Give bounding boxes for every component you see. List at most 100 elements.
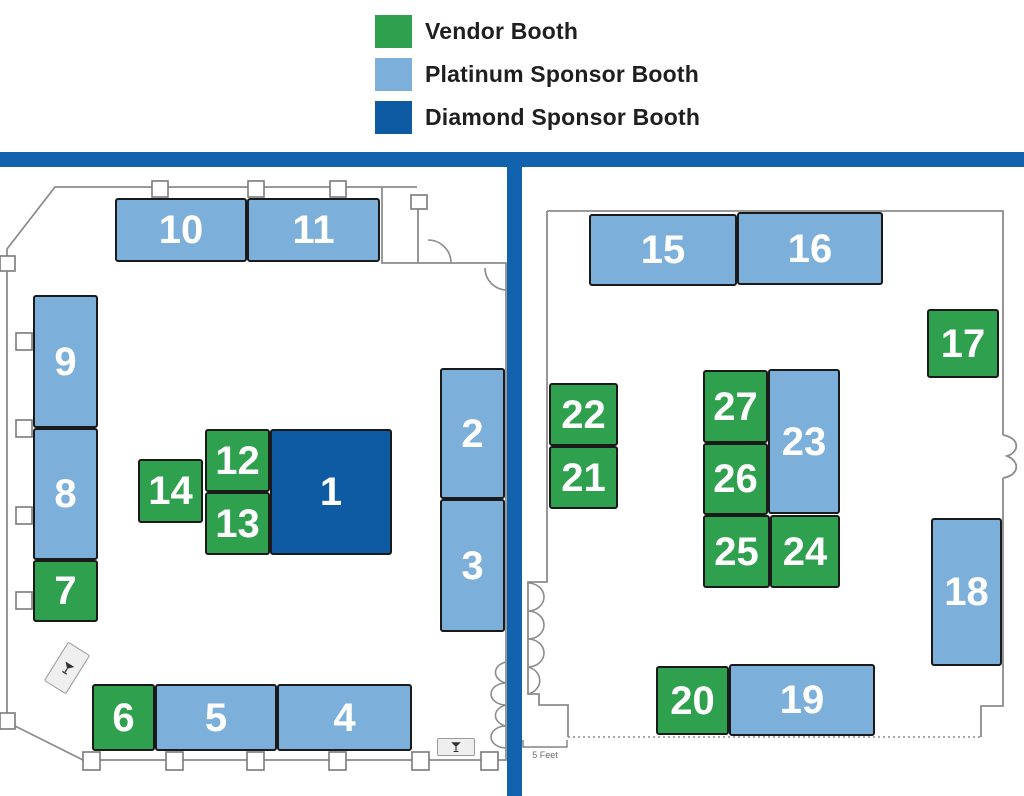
pillar	[0, 712, 16, 730]
pillar	[15, 506, 33, 525]
booth-number: 22	[561, 392, 606, 437]
pillar	[328, 751, 347, 771]
booth-25: 25	[703, 515, 770, 588]
pillar	[329, 180, 347, 198]
booth-19: 19	[729, 664, 875, 736]
pillar	[15, 332, 33, 351]
booth-21: 21	[549, 446, 618, 509]
martini-icon	[61, 660, 75, 675]
legend-row-diamond: Diamond Sponsor Booth	[375, 100, 700, 134]
door-arc	[494, 704, 507, 727]
door-arc	[527, 582, 545, 612]
booth-number: 17	[940, 321, 986, 366]
door-arc	[527, 638, 545, 668]
vertical-divider-bar	[507, 158, 522, 796]
pillar	[0, 255, 16, 272]
legend-row-platinum: Platinum Sponsor Booth	[375, 57, 700, 91]
pillar	[246, 751, 265, 771]
vendor-booth-swatch	[375, 14, 412, 48]
booth-27: 27	[703, 370, 768, 443]
pillar	[247, 180, 265, 198]
booth-number: 1	[319, 470, 343, 514]
martini-icon	[451, 742, 461, 753]
booth-number: 14	[148, 469, 193, 513]
booth-18: 18	[931, 518, 1002, 666]
booth-number: 8	[54, 472, 77, 516]
booth-number: 20	[670, 678, 715, 723]
pillar	[15, 591, 33, 610]
booth-8: 8	[33, 428, 98, 560]
booth-number: 25	[714, 529, 759, 574]
pillar	[15, 419, 33, 438]
cocktail-table	[437, 738, 475, 756]
booth-number: 2	[461, 411, 484, 456]
pillar	[165, 751, 184, 771]
scale-label: 5 Feet	[532, 750, 558, 760]
booth-number: 16	[787, 226, 833, 271]
door-arc	[527, 666, 541, 695]
booth-6: 6	[92, 684, 155, 751]
booth-17: 17	[927, 309, 999, 378]
booth-number: 13	[215, 501, 260, 546]
right-room-walls	[527, 210, 1018, 738]
booth-16: 16	[737, 212, 883, 285]
booth-5: 5	[155, 684, 277, 751]
booth-number: 26	[713, 457, 758, 501]
diamond-booth-swatch	[375, 100, 412, 134]
booth-26: 26	[703, 443, 768, 515]
legend-label-diamond: Diamond Sponsor Booth	[425, 103, 701, 130]
booth-number: 5	[204, 695, 228, 740]
booth-number: 18	[944, 570, 989, 614]
booth-number: 11	[292, 208, 335, 252]
booth-number: 10	[158, 208, 204, 252]
booth-20: 20	[656, 666, 729, 735]
platinum-booth-swatch	[375, 57, 412, 91]
door-arc	[427, 239, 452, 264]
pillar	[410, 194, 428, 210]
booth-23: 23	[768, 369, 840, 514]
booth-number: 27	[713, 384, 758, 429]
booth-12: 12	[205, 429, 270, 492]
booth-number: 3	[461, 543, 484, 588]
door-arc	[494, 661, 507, 684]
booth-13: 13	[205, 492, 270, 555]
booth-15: 15	[589, 214, 737, 286]
booth-1: 1	[270, 429, 392, 555]
booth-number: 7	[54, 569, 77, 613]
door-arc	[527, 610, 545, 640]
booth-2: 2	[440, 368, 505, 499]
booth-number: 4	[333, 695, 356, 740]
door-arcs	[427, 239, 545, 749]
booth-22: 22	[549, 383, 618, 446]
pillar	[82, 751, 101, 771]
wall-notch	[1002, 434, 1018, 479]
scale-bar: 5 Feet	[522, 740, 568, 760]
door-arc	[484, 267, 508, 291]
booth-number: 9	[54, 339, 77, 384]
pillars	[0, 180, 499, 771]
booth-4: 4	[277, 684, 412, 751]
pillar	[151, 180, 169, 198]
pillar	[480, 751, 499, 771]
booth-10: 10	[115, 198, 247, 262]
door-arc	[490, 682, 507, 706]
booth-number: 6	[112, 695, 135, 740]
legend-label-vendor: Vendor Booth	[425, 17, 579, 44]
booth-number: 15	[640, 228, 686, 272]
cocktail-table	[43, 641, 91, 695]
booth-number: 21	[561, 455, 606, 500]
left-room-walls	[6, 186, 507, 761]
booth-3: 3	[440, 499, 505, 632]
legend-label-platinum: Platinum Sponsor Booth	[425, 60, 699, 87]
booth-11: 11	[247, 198, 380, 262]
legend-row-vendor: Vendor Booth	[375, 14, 700, 48]
booth-number: 19	[779, 678, 825, 722]
booth-14: 14	[138, 459, 203, 523]
booth-number: 23	[781, 419, 827, 464]
pillar	[411, 751, 430, 771]
booth-number: 12	[215, 438, 260, 483]
booth-number: 24	[782, 529, 828, 574]
door-arc	[490, 725, 507, 749]
